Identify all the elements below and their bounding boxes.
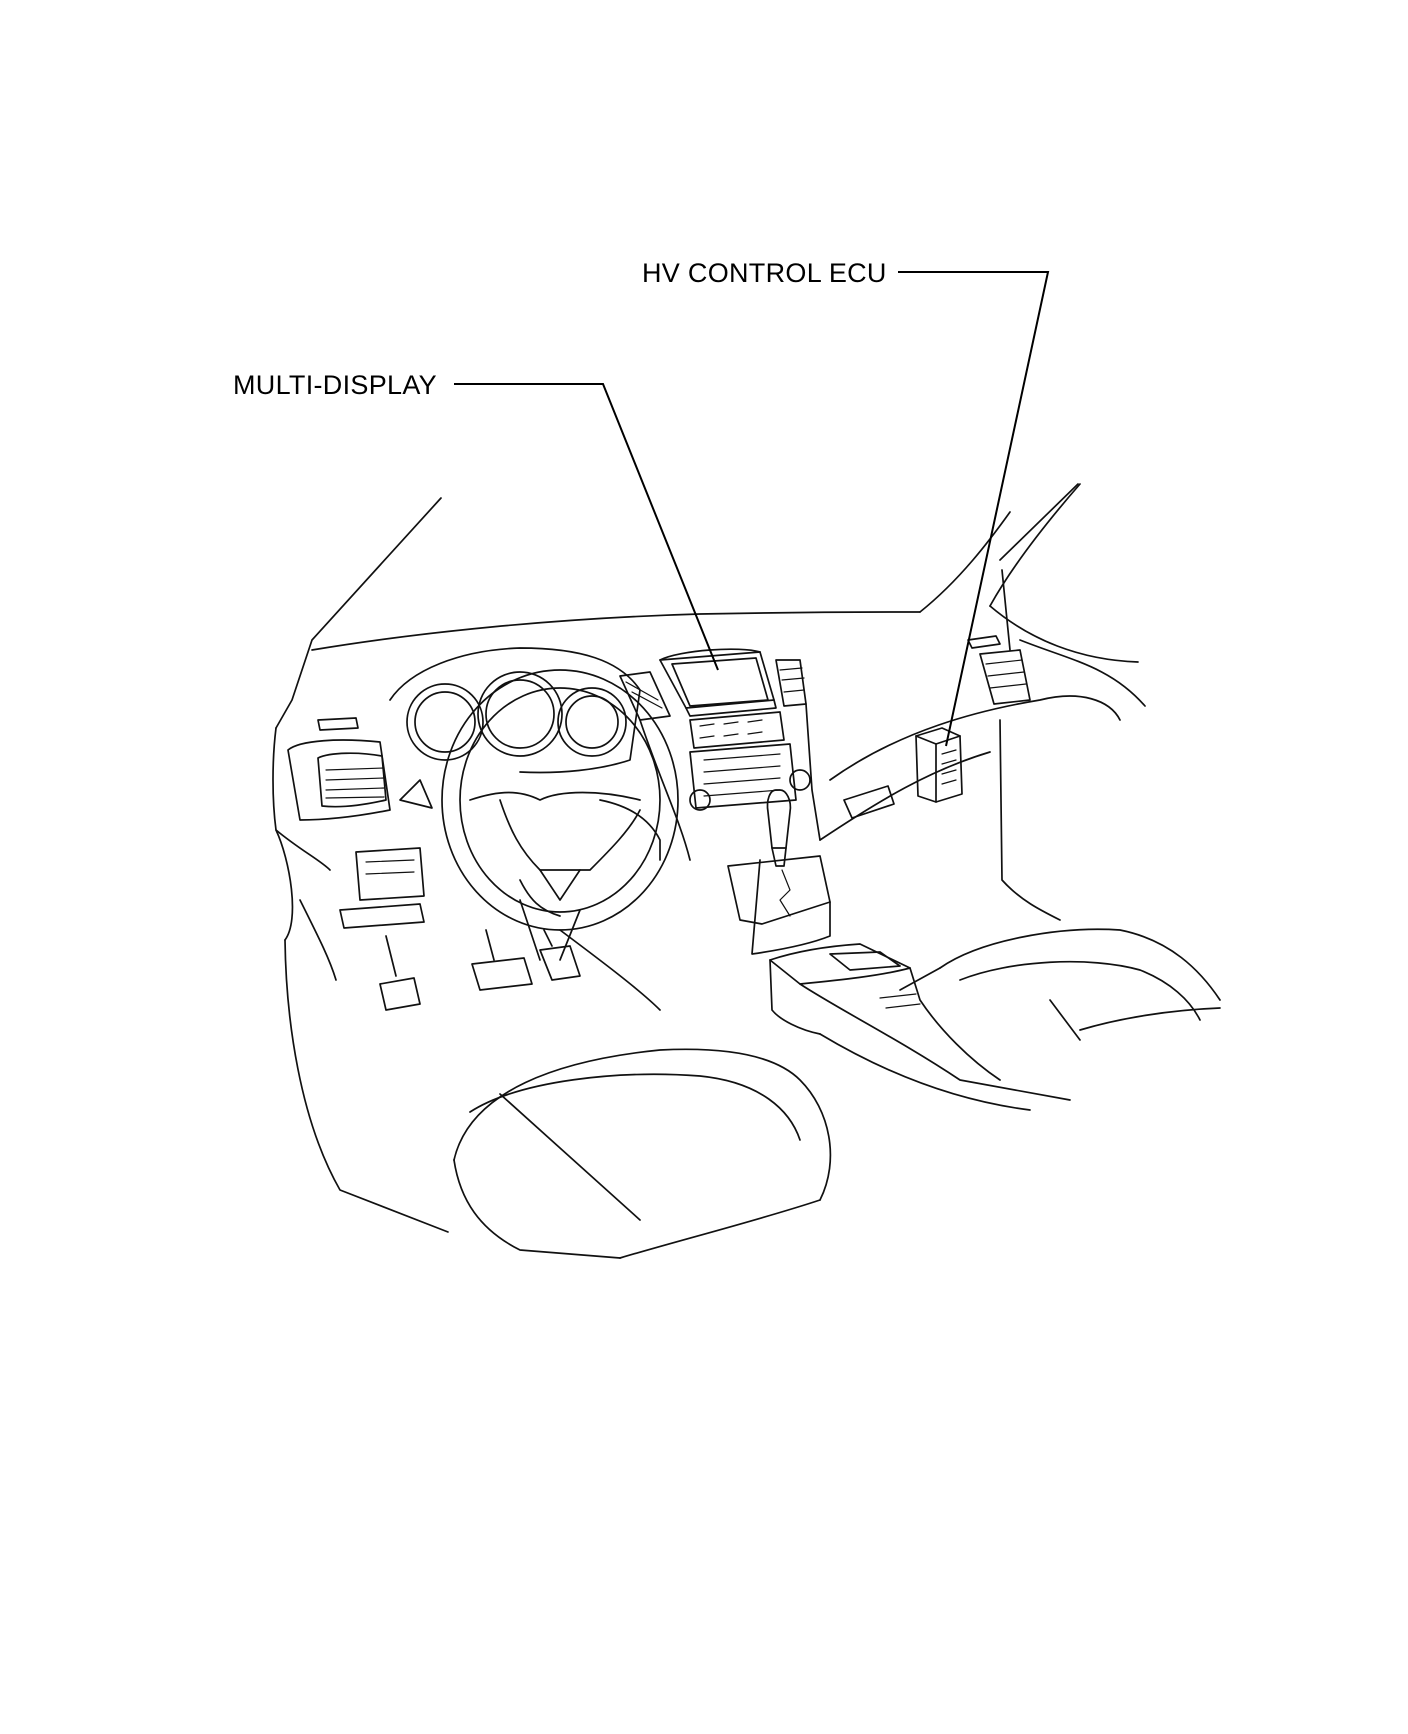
- driver-seat: [453, 1048, 832, 1259]
- hv-control-ecu-label: HV CONTROL ECU: [642, 258, 887, 288]
- hv-control-ecu-leader: [898, 271, 1050, 747]
- shift-lever: [727, 789, 831, 955]
- lower-left-panel: [299, 847, 425, 981]
- dashboard-outline: [272, 483, 1146, 1233]
- multi-display-leader: [454, 383, 719, 671]
- passenger-seat: [899, 928, 1221, 1041]
- instrument-cluster: [389, 647, 641, 809]
- passenger-dash-details: [843, 635, 1031, 819]
- multi-display-screen: [671, 657, 769, 707]
- leader-lines: [454, 271, 1050, 747]
- pedals: [379, 929, 661, 1011]
- steering-wheel: [441, 669, 679, 961]
- center-stack: [619, 648, 821, 861]
- multi-display-label: MULTI-DISPLAY: [233, 370, 437, 400]
- center-console: [769, 943, 1071, 1111]
- left-air-vent: [287, 717, 391, 821]
